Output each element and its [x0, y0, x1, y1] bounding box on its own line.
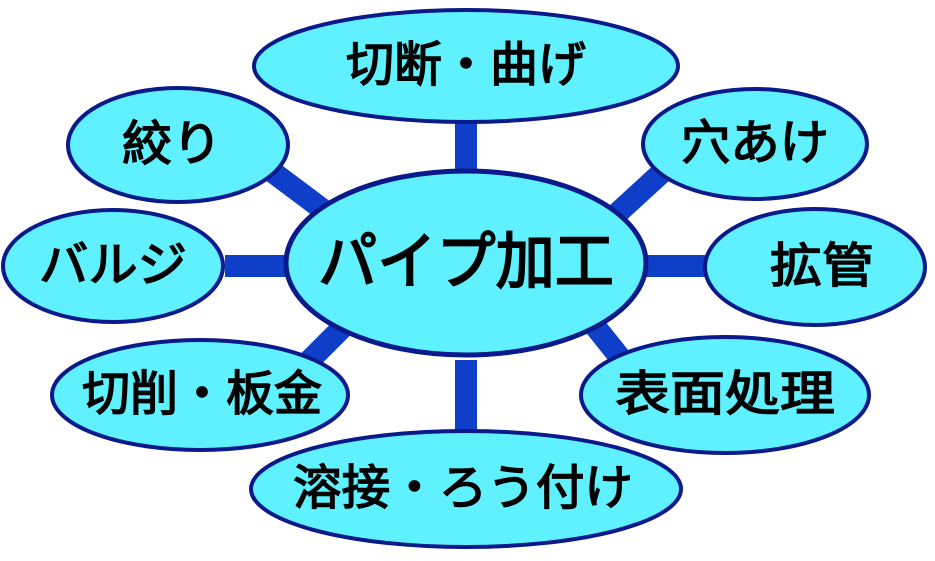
node-expanding: 拡管: [703, 207, 927, 327]
node-punching-ellipse: [641, 87, 869, 201]
node-welding-label: 溶接・ろう付け: [293, 460, 633, 516]
node-welding-ellipse: [249, 429, 683, 549]
node-surface: 表面処理: [579, 335, 871, 455]
center-hub-label: パイプ加工: [318, 225, 614, 298]
node-cutting-bending: 切断・曲げ: [252, 8, 680, 124]
node-drawing-label: 絞り: [122, 116, 222, 172]
node-expanding-ellipse: [703, 207, 927, 327]
center-hub-ellipse: [283, 168, 649, 358]
node-machining-label: 切削・板金: [82, 366, 323, 422]
node-punching: 穴あけ: [641, 87, 869, 201]
node-bulge: バルジ: [1, 208, 225, 324]
node-cutting-bending-ellipse: [252, 8, 680, 124]
node-drawing-ellipse: [66, 86, 290, 204]
node-cutting-bending-label: 切断・曲げ: [346, 37, 586, 93]
node-machining: 切削・板金: [50, 338, 350, 452]
node-punching-label: 穴あけ: [681, 115, 829, 171]
node-drawing: 絞り: [66, 86, 290, 204]
node-machining-ellipse: [50, 338, 350, 452]
node-welding: 溶接・ろう付け: [249, 429, 683, 549]
node-bulge-ellipse: [1, 208, 225, 324]
node-bulge-label: バルジ: [39, 237, 187, 293]
center-hub: パイプ加工: [283, 168, 649, 358]
node-surface-ellipse: [579, 335, 871, 455]
node-expanding-label: 拡管: [770, 238, 874, 294]
node-surface-label: 表面処理: [615, 366, 835, 422]
